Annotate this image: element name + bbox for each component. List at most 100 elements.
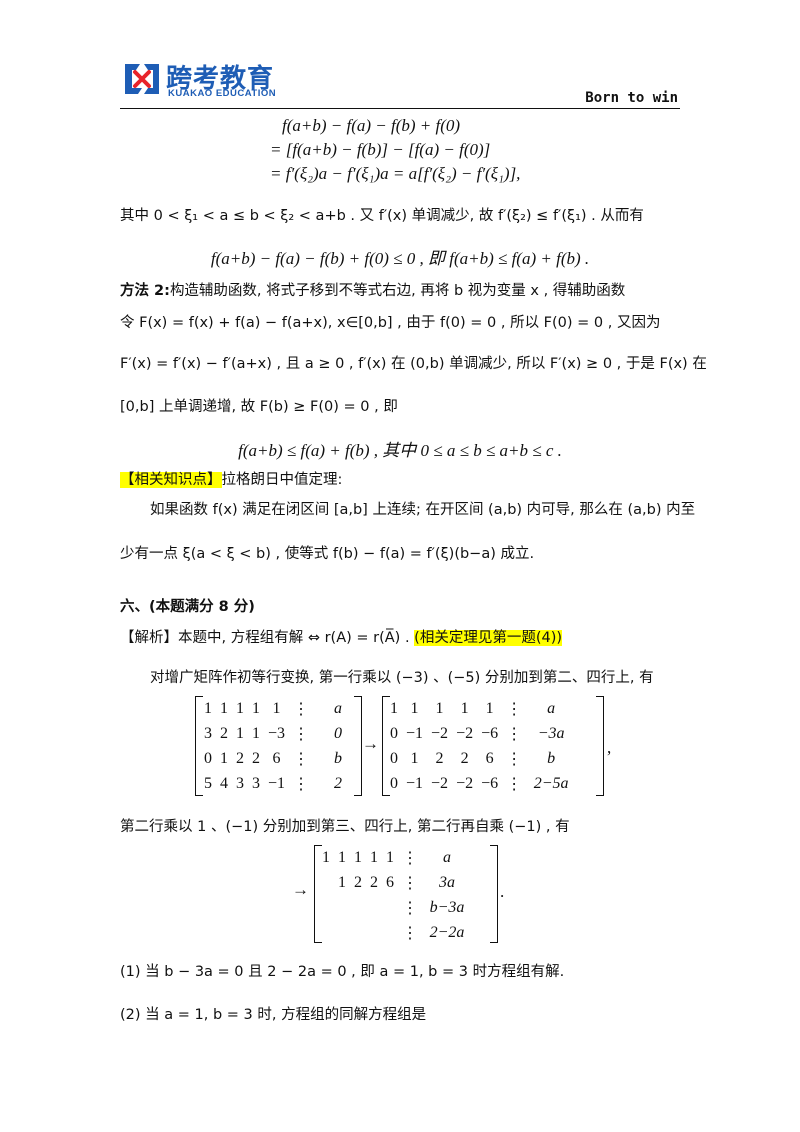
- matrix-cell: 1: [435, 699, 444, 717]
- matrix-cell: 5: [204, 774, 212, 792]
- matrix-cell: −1: [406, 774, 424, 792]
- paragraph-define-F: 令 F(x) = f(x) + f(a) − f(a+x), x∈[0,b] ,…: [120, 315, 661, 331]
- matrix-cell: 1: [485, 699, 494, 717]
- matrix-cell: ⋮: [293, 750, 310, 768]
- matrix-cell: −2: [431, 774, 449, 792]
- matrix-cell: −2: [456, 724, 474, 742]
- matrix-cell: [318, 870, 334, 895]
- matrix-cell: ⋮: [506, 775, 523, 793]
- matrix-cell: 2: [236, 749, 244, 767]
- matrix-cell: ⋮: [506, 725, 523, 743]
- matrix-cell: 2−2a: [429, 923, 465, 941]
- equation-inequality-2: f(a+b) ≤ f(a) + f(b) , 其中 0 ≤ a ≤ b ≤ a+…: [238, 441, 562, 460]
- matrix-row: 0−1−2−2−6⋮−3a: [386, 721, 576, 746]
- matrix-cell: a: [334, 699, 343, 717]
- analysis-text: 本题中, 方程组有解 ⇔ r(A) = r(A̅) .: [178, 630, 410, 646]
- matrix-1-left-bracket: [195, 696, 203, 796]
- matrix-cell: 1: [204, 699, 212, 717]
- matrix-cell: 1: [390, 699, 398, 717]
- matrix-cell: 0: [334, 724, 343, 742]
- method-2-label: 方法 2:: [120, 283, 170, 299]
- matrix-cell: 1: [370, 848, 378, 866]
- matrix-cell: −2: [431, 724, 449, 742]
- matrix-cell: ⋮: [506, 750, 523, 768]
- matrix-cell: 6: [485, 749, 494, 767]
- matrix-2-left-bracket: [382, 696, 390, 796]
- matrix-cell: a: [443, 848, 451, 866]
- matrix-cell: 2−5a: [533, 774, 569, 792]
- matrix-cell: ⋮: [293, 700, 310, 718]
- matrix-cell: 1: [236, 699, 244, 717]
- matrix-cell: 2: [435, 749, 444, 767]
- matrix-cell: ⋮: [293, 775, 310, 793]
- arrow-2: →: [292, 880, 309, 899]
- matrix-cell: 1: [460, 699, 469, 717]
- matrix-cell: 1: [410, 749, 419, 767]
- matrix-cell: 2: [334, 774, 343, 792]
- method-2-text: 构造辅助函数, 将式子移到不等式右边, 再将 b 视为变量 x , 得辅助函数: [169, 283, 626, 299]
- derivation-line-3: = f′(ξ₂)a − f′(ξ₁)a = a[f′(ξ₂) − f′(ξ₁)]…: [270, 164, 521, 183]
- paragraph-lagrange-1: 如果函数 f(x) 满足在闭区间 [a,b] 上连续; 在开区间 (a,b) 内…: [150, 502, 696, 518]
- knowledge-label: 【相关知识点】: [120, 472, 222, 488]
- matrix-cell: a: [547, 699, 556, 717]
- matrix-cell: 1: [252, 724, 260, 742]
- paragraph-F-derivative: F′(x) = f′(x) − f′(a+x) , 且 a ≥ 0 , f′(x…: [120, 356, 707, 372]
- matrix-cell: 0: [390, 749, 398, 767]
- period: .: [500, 882, 505, 901]
- matrix-cell: [350, 920, 366, 945]
- matrix-row: ⋮ 2−2a: [318, 920, 472, 945]
- matrix-cell: ⋮: [293, 725, 310, 743]
- matrix-cell: 1: [220, 749, 228, 767]
- matrix-cell: 1: [386, 848, 394, 866]
- item-2: (2) 当 a = 1, b = 3 时, 方程组的同解方程组是: [120, 1007, 427, 1023]
- matrix-cell: −6: [481, 724, 499, 742]
- matrix-cell: 2: [220, 724, 228, 742]
- matrix-cell: ⋮: [402, 924, 418, 942]
- matrix-cell: b: [334, 749, 343, 767]
- matrix-cell: 2: [252, 749, 260, 767]
- matrix-cell: −3: [268, 724, 286, 742]
- logo-text: 跨考教育: [166, 64, 275, 94]
- matrix-cell: −6: [481, 774, 499, 792]
- matrix-cell: 1: [338, 873, 346, 891]
- matrix-cell: [318, 895, 334, 920]
- matrix-cell: 1: [322, 848, 330, 866]
- matrix-cell: 4: [220, 774, 228, 792]
- slogan: Born to win: [585, 90, 678, 106]
- matrix-cell: 0: [204, 749, 212, 767]
- matrix-cell: 1: [272, 699, 281, 717]
- matrix-cell: [334, 920, 350, 945]
- equation-inequality-1: f(a+b) − f(a) − f(b) + f(0) ≤ 0 , 即 f(a+…: [210, 249, 590, 268]
- matrix-cell: [382, 920, 398, 945]
- matrix-cell: 6: [272, 749, 281, 767]
- matrix-cell: 2: [354, 873, 362, 891]
- knowledge-line: 【相关知识点】拉格朗日中值定理:: [120, 468, 690, 489]
- derivation-line-2: = [f(a+b) − f(b)] − [f(a) − f(0)]: [270, 140, 491, 159]
- matrix-3-right-bracket: [490, 845, 498, 943]
- matrix-1-right-bracket: [354, 696, 362, 796]
- matrix-cell: [334, 895, 350, 920]
- matrix-cell: −2: [456, 774, 474, 792]
- matrix-row: ⋮b−3a: [318, 895, 472, 920]
- logo-icon: [122, 60, 162, 98]
- matrix-cell: ⋮: [402, 849, 418, 867]
- matrix-cell: [350, 895, 366, 920]
- paragraph-row-ops-2: 第二行乘以 1 、(−1) 分别加到第三、四行上, 第二行再自乘 (−1) , …: [120, 819, 570, 835]
- paragraph-F-increasing: [0,b] 上单调递增, 故 F(b) ≥ F(0) = 0 , 即: [120, 399, 398, 415]
- matrix-cell: 3a: [439, 873, 455, 891]
- matrix-cell: ⋮: [506, 700, 523, 718]
- matrix-2-right-bracket: [596, 696, 604, 796]
- matrix-cell: −1: [406, 724, 424, 742]
- matrix-cell: 1: [236, 724, 244, 742]
- matrix-cell: ⋮: [402, 899, 418, 917]
